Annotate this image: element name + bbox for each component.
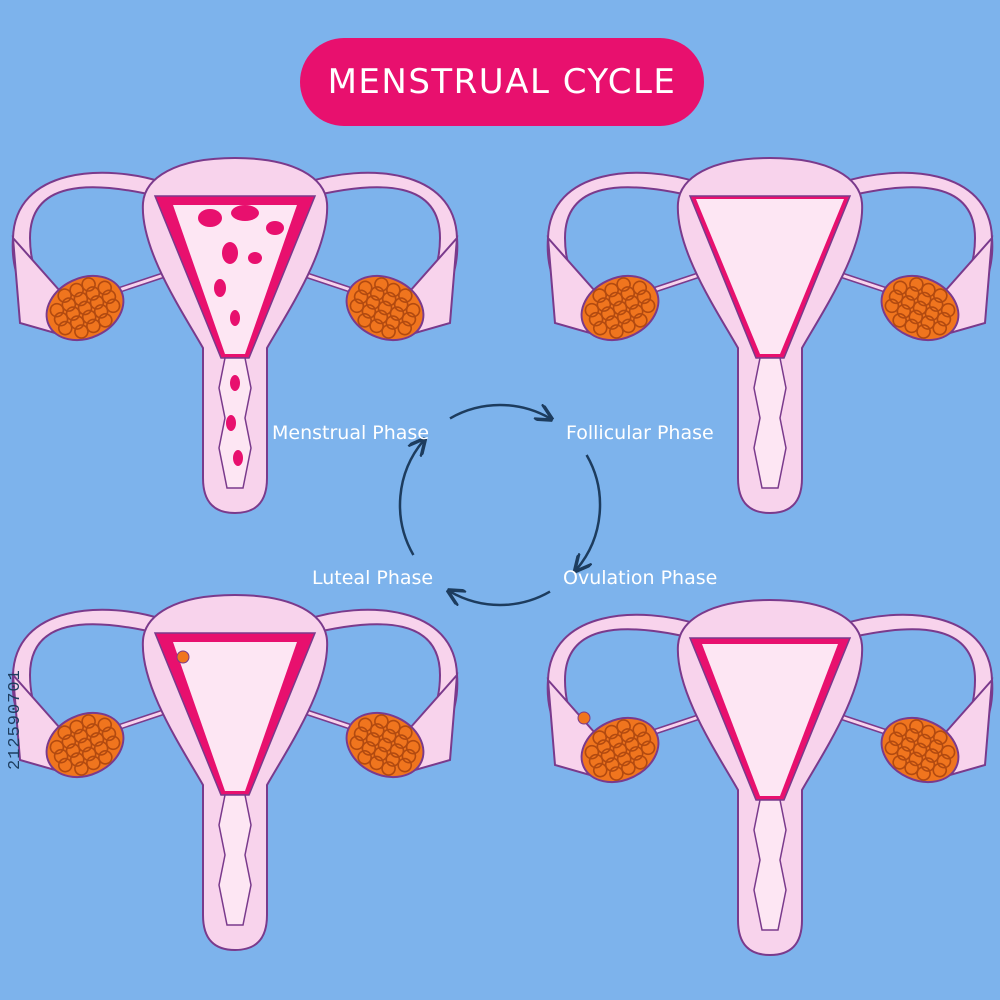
shed-tissue: [248, 252, 262, 264]
shed-tissue: [266, 221, 284, 235]
uterus-ovulation: [546, 598, 994, 957]
ovary-left: [580, 274, 660, 342]
egg-cell: [176, 650, 190, 664]
ovary-right: [880, 716, 960, 784]
label-menstrual-phase: Menstrual Phase: [272, 422, 430, 444]
cycle-arrow-right: [577, 454, 602, 569]
diagram-title: MENSTRUAL CYCLE: [327, 62, 677, 102]
shed-tissue: [214, 279, 226, 297]
shed-tissue: [198, 209, 222, 227]
uterus-luteal: [11, 593, 459, 952]
label-luteal-phase: Luteal Phase: [312, 567, 434, 589]
cervical-canal: [218, 794, 252, 926]
ovary-right: [345, 711, 425, 779]
stock-image-id: 212590701: [6, 669, 25, 770]
cycle-arrow-bottom: [450, 592, 551, 605]
shed-tissue: [230, 310, 240, 326]
shed-tissue: [231, 205, 259, 221]
egg-cell: [577, 711, 591, 725]
uterine-cavity: [173, 642, 297, 791]
cervical-canal: [753, 357, 787, 489]
title-banner: MENSTRUAL CYCLE: [300, 38, 704, 126]
ovary-right: [345, 274, 425, 342]
cycle-arrow-top: [449, 405, 550, 418]
uterine-cavity: [173, 205, 297, 354]
label-follicular-phase: Follicular Phase: [566, 422, 714, 444]
cycle-arrow-left: [398, 441, 423, 556]
uterine-cavity: [696, 199, 844, 354]
shed-tissue: [230, 375, 240, 391]
uterine-cavity: [702, 644, 838, 796]
cervical-canal: [753, 799, 787, 931]
uterus-follicular: [546, 156, 994, 515]
shed-tissue: [233, 450, 243, 466]
ovary-left: [45, 274, 125, 342]
ovary-left: [580, 716, 660, 784]
ovary-right: [880, 274, 960, 342]
ovary-left: [45, 711, 125, 779]
uterus-menstrual: [11, 156, 459, 515]
shed-tissue: [222, 242, 238, 264]
shed-tissue: [226, 415, 236, 431]
label-ovulation-phase: Ovulation Phase: [563, 567, 718, 589]
